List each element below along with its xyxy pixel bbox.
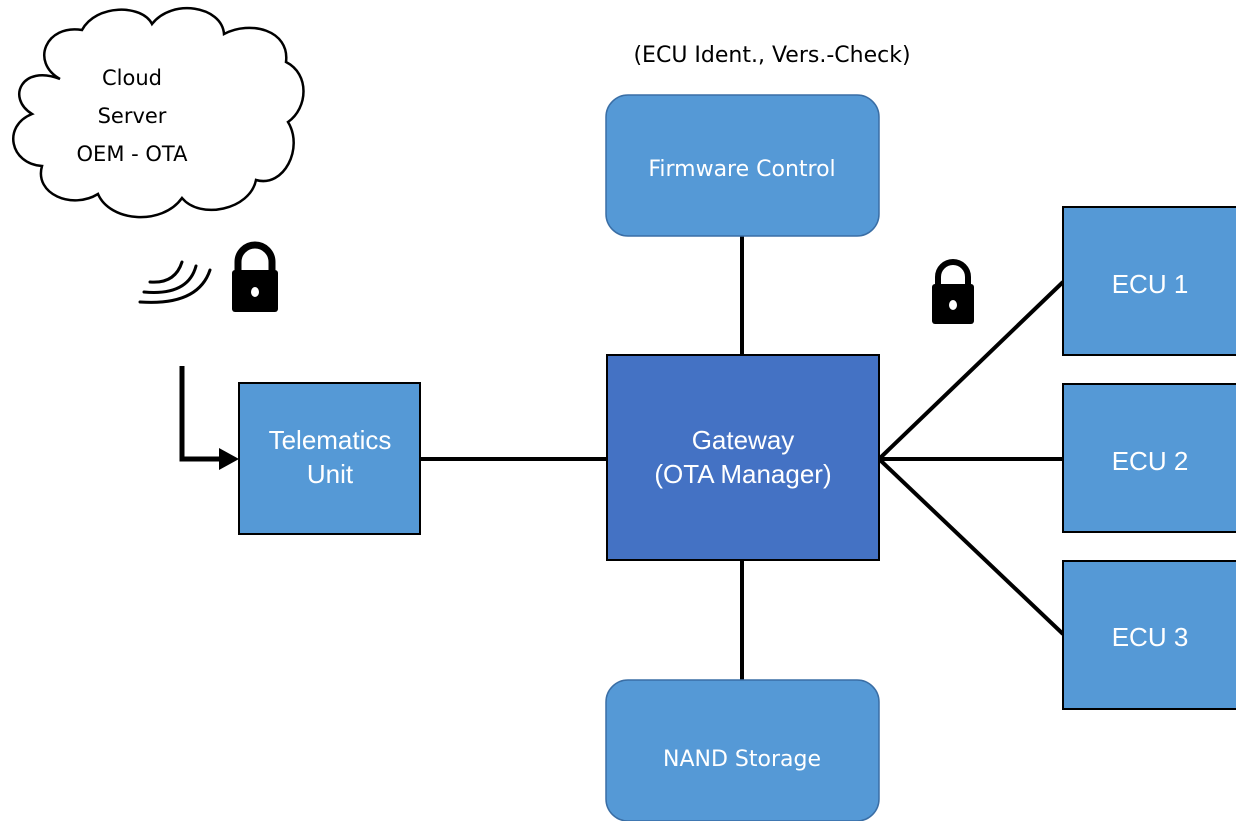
ecu-3-label: ECU 3 [1112, 622, 1189, 652]
cloud-label-line-1: Cloud [102, 66, 162, 90]
connectors [179, 236, 1065, 680]
connector-cloud-telematics [179, 366, 222, 462]
gateway-label-line-2: (OTA Manager) [654, 459, 831, 489]
telematics-unit-box: Telematics Unit [238, 382, 421, 535]
cloud-server: Cloud Server OEM - OTA [12, 7, 305, 219]
cloud-label-line-2: Server [98, 104, 167, 128]
padlock-icon [232, 241, 278, 312]
ecu-1-box: ECU 1 [1062, 206, 1236, 356]
telematics-label-line-2: Unit [307, 459, 354, 489]
padlock-icon [932, 259, 974, 324]
gateway-box: Gateway (OTA Manager) [606, 354, 880, 561]
nand-storage-label: NAND Storage [663, 747, 821, 772]
ecu-2-label: ECU 2 [1112, 446, 1189, 476]
connector-gateway-ecu3 [877, 457, 1065, 636]
firmware-control-box: Firmware Control [605, 94, 880, 237]
ecu-2-box: ECU 2 [1062, 383, 1236, 533]
gateway-label-line-1: Gateway [692, 425, 795, 455]
connector-gateway-ecu1 [877, 280, 1065, 461]
nand-storage-box: NAND Storage [605, 679, 880, 822]
arrowhead-icon [219, 448, 239, 470]
ecu-1-label: ECU 1 [1112, 269, 1189, 299]
cloud-shape [12, 7, 305, 219]
cloud-label-line-3: OEM - OTA [77, 142, 189, 166]
firmware-control-note: (ECU Ident., Vers.-Check) [633, 43, 910, 68]
telematics-label-line-1: Telematics [269, 425, 392, 455]
firmware-control-label: Firmware Control [648, 157, 835, 182]
wireless-signal-icon [138, 260, 212, 304]
ecu-3-box: ECU 3 [1062, 560, 1236, 710]
